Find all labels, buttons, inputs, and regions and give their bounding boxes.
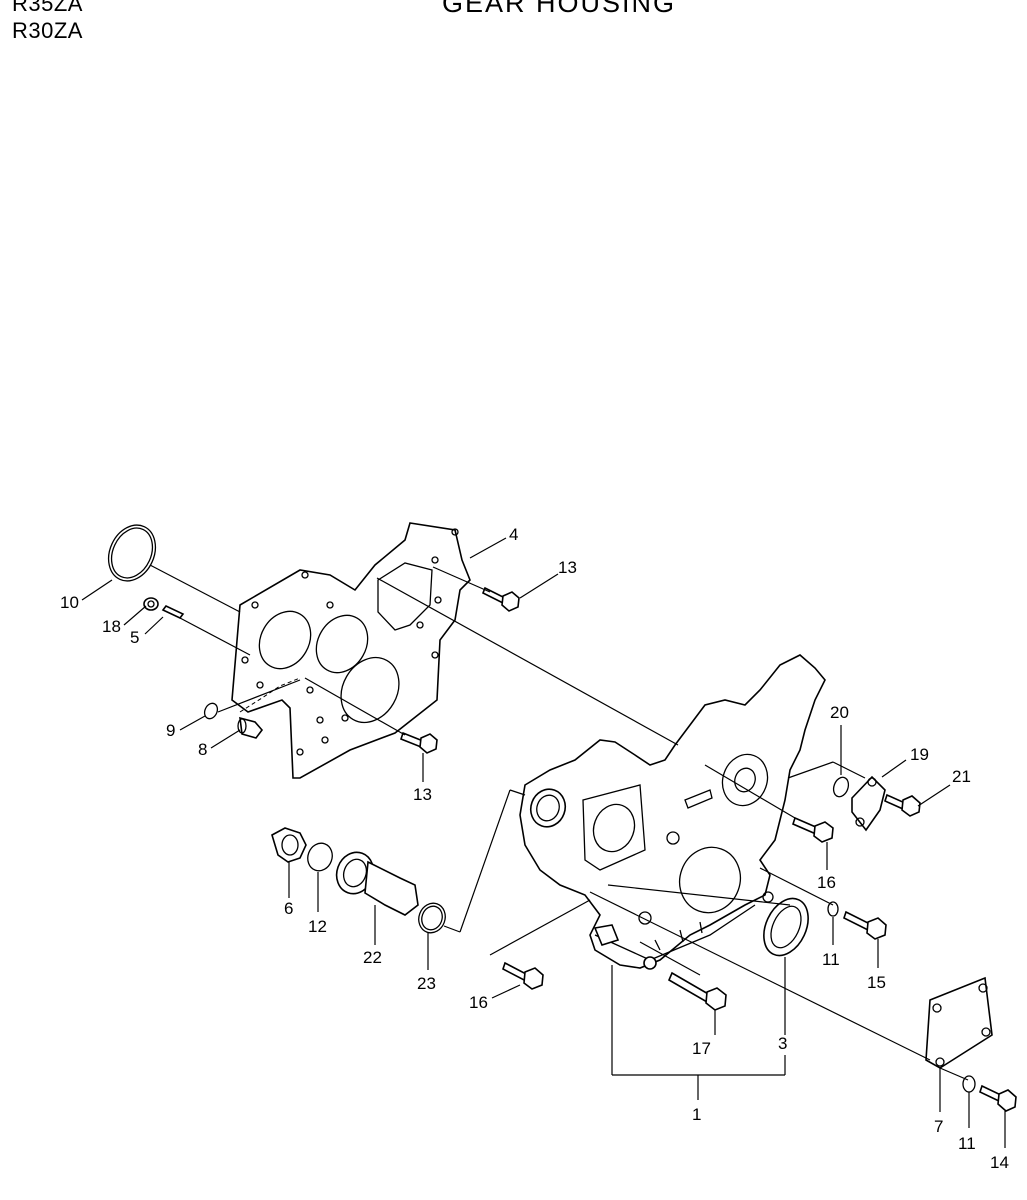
- callout-6: 6: [284, 899, 293, 918]
- cover-plate-7: [925, 976, 993, 1069]
- callout-20: 20: [830, 703, 849, 722]
- plug-6: [271, 827, 307, 863]
- callout-9: 9: [166, 721, 175, 740]
- nut-18: [143, 597, 159, 611]
- cover-19: [851, 775, 886, 832]
- oil-seal-3: [763, 897, 809, 957]
- bolt-16-right: [792, 816, 834, 843]
- callout-labels: 1 3 4 5 6 7 8 9 10 11 11 12 13 13 14 15 …: [60, 525, 1009, 1172]
- bolt-16-left: [502, 961, 544, 990]
- plate-4: [231, 522, 471, 779]
- callout-22: 22: [363, 948, 382, 967]
- model-label-1: R35ZA: [12, 0, 83, 16]
- callout-11-mid: 11: [822, 950, 840, 969]
- callout-19: 19: [910, 745, 929, 764]
- callout-1: 1: [692, 1105, 701, 1124]
- callout-3: 3: [778, 1034, 787, 1053]
- model-label-2: R30ZA: [12, 18, 83, 43]
- callout-8: 8: [198, 740, 207, 759]
- bolt-17: [667, 971, 727, 1011]
- callout-4: 4: [509, 525, 518, 544]
- callout-7: 7: [934, 1117, 943, 1136]
- o-ring-10: [107, 524, 157, 582]
- bolt-13-lower: [400, 731, 438, 754]
- washer-11-mid: [827, 901, 839, 917]
- callout-12: 12: [308, 917, 327, 936]
- callout-16-right: 16: [817, 873, 836, 892]
- leader-lines: [81, 537, 1006, 1148]
- callout-5: 5: [130, 628, 139, 647]
- stud-5: [161, 604, 185, 620]
- bolt-21: [884, 793, 921, 817]
- callout-18: 18: [102, 617, 121, 636]
- bolt-15: [843, 910, 887, 940]
- o-ring-12: [307, 842, 333, 872]
- page-title: GEAR HOUSING: [442, 0, 677, 18]
- callout-13-upper: 13: [558, 558, 577, 577]
- gear-housing-1: [519, 654, 826, 970]
- sleeve-22: [335, 851, 419, 916]
- callout-15: 15: [867, 973, 886, 992]
- bolt-14: [979, 1084, 1017, 1112]
- o-ring-23: [418, 902, 446, 934]
- callout-14: 14: [990, 1153, 1009, 1172]
- ring-9: [203, 702, 219, 720]
- callout-16-left: 16: [469, 993, 488, 1012]
- callout-23: 23: [417, 974, 436, 993]
- callout-10: 10: [60, 593, 79, 612]
- pin-8: [237, 716, 264, 739]
- callout-17: 17: [692, 1039, 711, 1058]
- callout-11-lower: 11: [958, 1134, 976, 1153]
- o-ring-20: [832, 776, 850, 798]
- callout-21: 21: [952, 767, 971, 786]
- callout-13-lower: 13: [413, 785, 432, 804]
